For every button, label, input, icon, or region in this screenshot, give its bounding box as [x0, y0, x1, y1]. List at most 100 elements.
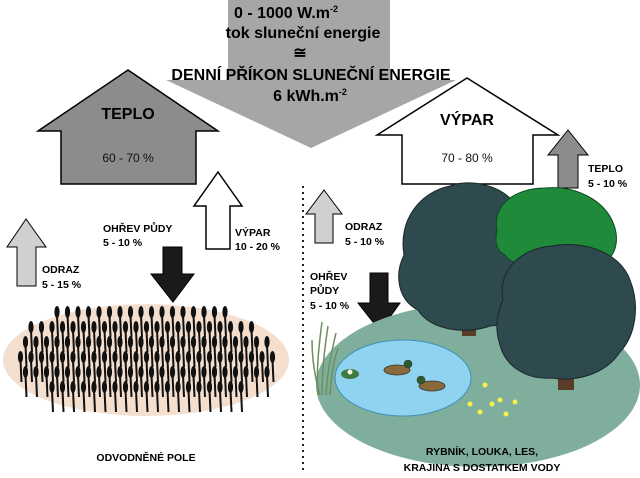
wheat-ear [196, 351, 202, 363]
wheat-stalk [108, 314, 112, 338]
right-soil-heating-label-1: OHŘEV [310, 270, 347, 283]
wheat-stalk [240, 389, 243, 413]
wheat-stalk [177, 359, 180, 383]
wheat-ear [70, 351, 76, 363]
wheat-stalk [229, 329, 233, 353]
wheat-stalk [161, 344, 164, 368]
wheat-stalk [93, 329, 96, 353]
wheat-stalk [156, 329, 159, 353]
water-lily [341, 369, 359, 379]
wheat-ear [80, 351, 87, 363]
wheat-ear [143, 381, 150, 393]
wheat-ear [33, 366, 39, 378]
wheat-ear [101, 351, 108, 363]
daily-input-title: DENNÍ PŘÍKON SLUNEČNÍ ENERGIE [171, 65, 450, 84]
wheat-stalk [119, 374, 122, 398]
wheat-ear [38, 321, 45, 333]
wheat-ear [180, 336, 186, 348]
wheat-stalk [213, 344, 217, 368]
wheat-ear [154, 351, 160, 363]
wheat-stalk [140, 344, 143, 368]
wheat-ear [148, 366, 155, 378]
wheat-stalk [35, 374, 38, 398]
wheat-ear [91, 321, 97, 333]
wheat-stalk [129, 344, 133, 368]
wheat-stalk [234, 374, 238, 398]
wheat-ear [122, 381, 129, 393]
wheat-ear [59, 381, 66, 393]
wheat-ear [248, 351, 255, 363]
wheat-ear [33, 336, 39, 348]
wheat-stalk [119, 344, 122, 368]
wheat-ear [253, 366, 260, 378]
wheat-ear [133, 321, 139, 333]
wheat-stalk [177, 329, 180, 353]
wheat-ear [106, 366, 113, 378]
wheat-ear [138, 306, 144, 318]
wheat-stalk [166, 359, 170, 383]
wheat-stalk [192, 374, 196, 398]
wheat-stalk [124, 359, 128, 383]
wheat-ear [75, 306, 81, 318]
svg-text:6 kWh.m-2: 6 kWh.m-2 [273, 87, 347, 105]
wheat-stalk [103, 389, 107, 413]
wheat-stalk [98, 344, 101, 368]
wheat-stalk [219, 389, 222, 413]
wheat-ear [180, 306, 186, 318]
wheat-stalk [66, 314, 70, 338]
wheat-stalk [156, 389, 159, 413]
wheat-stalk [198, 359, 201, 383]
wheat-stalk [182, 314, 185, 338]
duck-2 [416, 375, 446, 392]
wheat-ear [222, 366, 228, 378]
flux-unit-sup: -2 [330, 4, 338, 14]
wheat-ear [238, 351, 244, 363]
wheat-ear [206, 351, 213, 363]
wheat-ear [185, 381, 192, 393]
wheat-ear [243, 366, 249, 378]
wheat-stalk [203, 344, 206, 368]
wheat-stalk [93, 359, 96, 383]
wheat-stalk [203, 314, 206, 338]
wheat-stalk [266, 374, 269, 398]
flux-caption: tok sluneční energie [226, 25, 381, 42]
wheat-stalk [135, 389, 138, 413]
left-heat-label: TEPLO [101, 106, 154, 123]
wheat-ear [154, 381, 160, 393]
wheat-ear [112, 381, 118, 393]
wheat-stalk [250, 329, 254, 353]
wheat-ear [227, 321, 234, 333]
right-heat-label: TEPLO [588, 163, 623, 175]
right-evaporation-label: VÝPAR [440, 110, 494, 129]
wheat-stalk [24, 344, 28, 368]
left-caption: ODVODNĚNÉ POLE [96, 451, 195, 464]
wheat-stalk [77, 374, 80, 398]
wheat-ear [159, 306, 165, 318]
wheat-ear [64, 306, 71, 318]
wheat-stalk [72, 389, 75, 413]
wheat-stalk [150, 314, 154, 338]
wheat-ear [175, 351, 181, 363]
meadow-flowers [467, 382, 518, 417]
wheat-ear [169, 306, 176, 318]
wheat-ear [148, 336, 155, 348]
wheat-ear [43, 336, 50, 348]
wheat-stalk [219, 329, 222, 353]
wheat-stalk [161, 374, 164, 398]
wheat-ear [269, 351, 276, 363]
wheat-stalk [108, 374, 112, 398]
wheat-ear [49, 351, 55, 363]
left-evaporation-label: VÝPAR [235, 226, 271, 239]
wheat-stalk [114, 389, 117, 413]
wheat-stalk [213, 314, 217, 338]
right-soil-heating-label-2: PŮDY [310, 283, 339, 297]
wheat-ear [122, 351, 129, 363]
wheat-stalk [40, 359, 44, 383]
wheat-stalk [182, 344, 185, 368]
wheat-ear [85, 366, 92, 378]
svg-text:0 - 1000 W.m-2: 0 - 1000 W.m-2 [234, 4, 338, 22]
wheat-stalk [82, 389, 86, 413]
wheat-stalk [114, 329, 117, 353]
wheat-ear [17, 351, 24, 363]
wheat-ear [22, 336, 29, 348]
